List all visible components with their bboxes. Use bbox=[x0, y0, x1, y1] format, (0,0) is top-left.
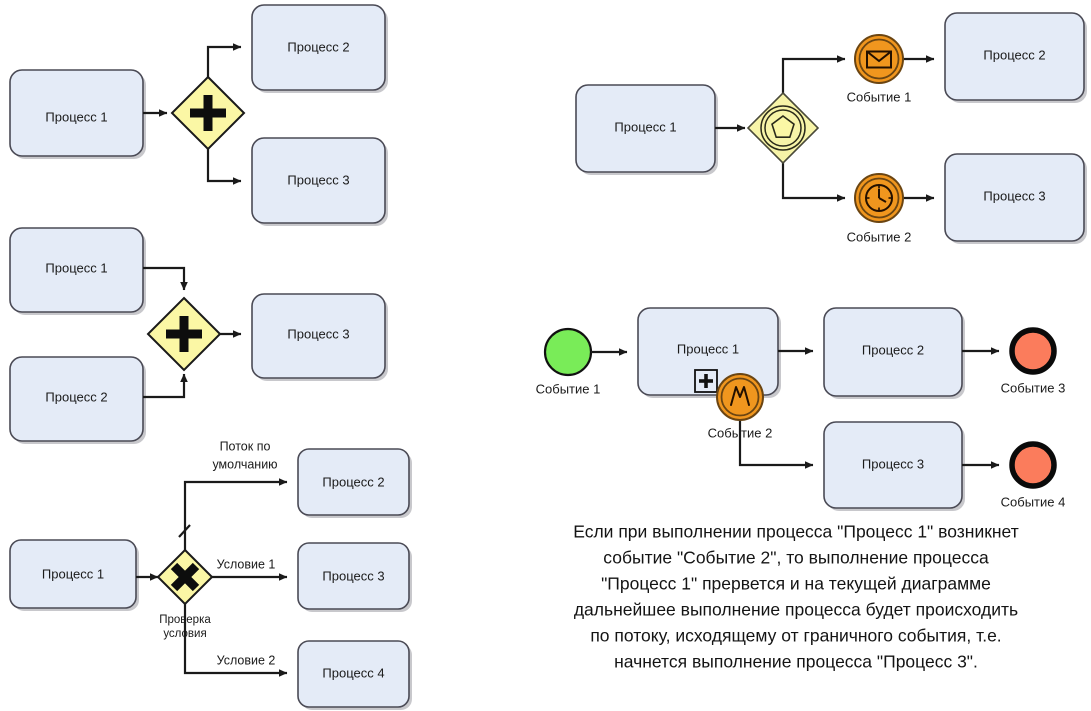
caption-line: начнется выполнение процесса "Процесс 3"… bbox=[614, 652, 978, 672]
task-d3-t3[interactable]: Процесс 3 bbox=[297, 542, 412, 612]
caption-line: Если при выполнении процесса "Процесс 1"… bbox=[573, 522, 1018, 542]
task-d5-t3[interactable]: Процесс 3 bbox=[823, 421, 965, 511]
sequence-flow bbox=[143, 266, 188, 291]
task-label: Процесс 2 bbox=[983, 47, 1045, 62]
task-d2-t3[interactable]: Процесс 3 bbox=[251, 293, 388, 381]
flow-label-condition-2: Условие 2 bbox=[217, 653, 276, 667]
sequence-flow bbox=[781, 160, 846, 202]
task-d5-t2[interactable]: Процесс 2 bbox=[823, 307, 965, 399]
event-d5-e4-end[interactable] bbox=[1009, 441, 1057, 489]
diagram-parallel-join: Процесс 1 Процесс 2 Процесс 3 bbox=[9, 227, 388, 444]
flow-label-default-line2: умолчанию bbox=[212, 457, 277, 471]
caption-line: "Процесс 1" прервется и на текущей диагр… bbox=[601, 574, 991, 594]
event-d4-e2-timer[interactable] bbox=[854, 173, 904, 223]
task-label: Процесс 1 bbox=[42, 566, 104, 581]
caption-text: Если при выполнении процесса "Процесс 1"… bbox=[573, 522, 1018, 672]
task-d3-t2[interactable]: Процесс 2 bbox=[297, 448, 412, 518]
task-d1-t3[interactable]: Процесс 3 bbox=[251, 137, 388, 226]
event-label: Событие 4 bbox=[1001, 494, 1066, 509]
event-label: Событие 3 bbox=[1001, 380, 1066, 395]
sequence-flow-from-boundary bbox=[738, 418, 814, 469]
sequence-flow bbox=[183, 603, 288, 677]
task-d4-t1[interactable]: Процесс 1 bbox=[575, 84, 718, 175]
diagram-parallel-split: Процесс 1 Процесс 2 Процесс 3 bbox=[9, 4, 388, 226]
task-label: Процесс 2 bbox=[287, 39, 349, 54]
sequence-flow-default bbox=[183, 478, 288, 551]
task-label: Процесс 3 bbox=[287, 326, 349, 341]
task-label: Процесс 1 bbox=[677, 341, 739, 356]
task-d2-t1[interactable]: Процесс 1 bbox=[9, 227, 146, 315]
task-d4-t2[interactable]: Процесс 2 bbox=[944, 12, 1087, 103]
event-label: Событие 1 bbox=[536, 381, 601, 396]
caption-line: дальнейшее выполнение процесса будет про… bbox=[574, 600, 1018, 620]
event-gateway-outer-circle bbox=[760, 105, 806, 151]
task-d3-t1[interactable]: Процесс 1 bbox=[9, 539, 139, 611]
sequence-flow bbox=[781, 55, 846, 96]
task-label: Процесс 2 bbox=[322, 474, 384, 489]
gateway-d4-gw-event-based[interactable] bbox=[746, 91, 820, 165]
gateway-label-line2: условия bbox=[163, 628, 206, 640]
default-flow-slash-marker bbox=[178, 524, 191, 538]
zigzag-icon bbox=[730, 386, 750, 406]
task-d3-t4[interactable]: Процесс 4 bbox=[297, 640, 412, 710]
event-label: Событие 2 bbox=[708, 425, 773, 440]
task-label: Процесс 1 bbox=[614, 119, 676, 134]
event-label: Событие 2 bbox=[847, 229, 912, 244]
flow-label-default-line1: Поток по bbox=[220, 439, 271, 453]
diagram-exclusive-split: Процесс 1 Процесс 2 Процесс 3 Процесс 4 … bbox=[9, 439, 412, 710]
sequence-flow bbox=[143, 373, 188, 399]
diagram-event-based-gateway: Процесс 1 Процесс 2 Процесс 3 bbox=[575, 12, 1087, 244]
subprocess-expand-marker[interactable] bbox=[694, 369, 718, 393]
event-d4-e1-message[interactable] bbox=[854, 34, 904, 84]
event-gateway-inner-circle bbox=[764, 109, 802, 147]
gateway-d1-gw-parallel[interactable] bbox=[170, 75, 246, 151]
task-label: Процесс 2 bbox=[45, 389, 107, 404]
task-d1-t2[interactable]: Процесс 2 bbox=[251, 4, 388, 93]
pentagon-icon bbox=[771, 115, 795, 138]
task-label: Процесс 3 bbox=[983, 188, 1045, 203]
task-label: Процесс 2 bbox=[862, 342, 924, 357]
event-d5-e3-end[interactable] bbox=[1009, 327, 1057, 375]
task-label: Процесс 3 bbox=[322, 568, 384, 583]
caption-line: по потоку, исходящему от граничного собы… bbox=[590, 626, 1001, 646]
sequence-flow bbox=[206, 43, 242, 78]
task-label: Процесс 3 bbox=[287, 172, 349, 187]
task-label: Процесс 1 bbox=[45, 260, 107, 275]
event-d5-e2-boundary[interactable] bbox=[716, 373, 764, 421]
task-label: Процесс 3 bbox=[862, 456, 924, 471]
flow-label-condition-1: Условие 1 bbox=[217, 557, 276, 571]
clock-icon bbox=[865, 184, 893, 212]
gateway-label-line1: Проверка bbox=[159, 614, 211, 626]
gateway-d2-gw-parallel[interactable] bbox=[146, 296, 222, 372]
task-d4-t3[interactable]: Процесс 3 bbox=[944, 153, 1087, 244]
envelope-icon bbox=[866, 50, 892, 69]
event-label: Событие 1 bbox=[847, 89, 912, 104]
task-label: Процесс 1 bbox=[45, 109, 107, 124]
event-d5-e1-start[interactable] bbox=[543, 327, 593, 377]
caption-line: событие "Событие 2", то выполнение проце… bbox=[603, 548, 989, 568]
task-label: Процесс 4 bbox=[322, 665, 384, 680]
sequence-flow bbox=[206, 149, 242, 185]
gateway-d3-gw-exclusive[interactable] bbox=[156, 548, 214, 606]
task-d2-t2[interactable]: Процесс 2 bbox=[9, 356, 146, 444]
task-d1-t1[interactable]: Процесс 1 bbox=[9, 69, 146, 159]
diagram-boundary-event: Событие 1 Процесс 1 Процесс 2 Процесс 3 bbox=[536, 307, 1066, 511]
